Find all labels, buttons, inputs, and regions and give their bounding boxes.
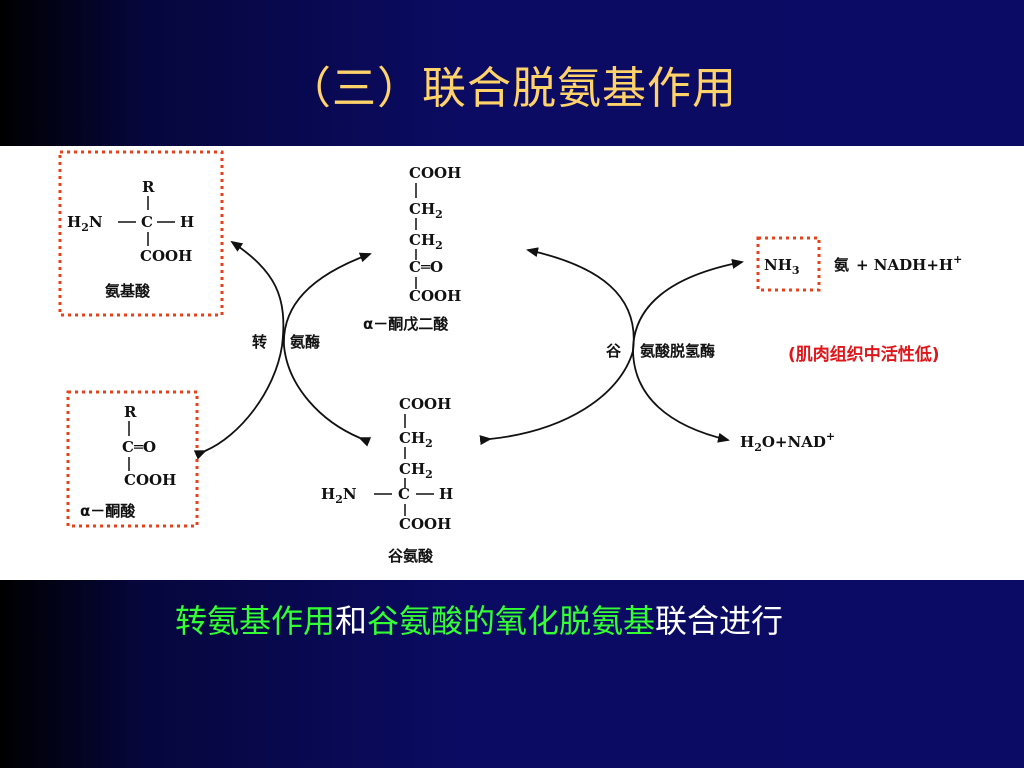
- svg-text:COOH: COOH: [140, 247, 192, 265]
- slide-title: （三）联合脱氨基作用: [287, 63, 737, 114]
- summary-transamination: 转氨基作用: [175, 602, 336, 640]
- amino-acid-arrow-curve: [193, 240, 285, 460]
- summary-combined: 联合进行: [655, 602, 784, 640]
- alpha-ketoglutarate-structure: COOH CH2 CH2 C═O COOH α－酮戊二酸: [363, 164, 461, 333]
- nadh-product: + NADH+H+: [856, 253, 962, 274]
- nh3-highlight-box: [756, 236, 821, 292]
- muscle-activity-note: (肌肉组织中活性低): [788, 344, 940, 365]
- svg-text:R: R: [142, 178, 155, 196]
- amino-acid-highlight-box: [58, 150, 224, 317]
- svg-text:CH2: CH2: [399, 429, 433, 450]
- summary-sentence: 转氨基作用和谷氨酸的氧化脱氨基联合进行: [175, 596, 783, 642]
- svg-text:C═O: C═O: [122, 438, 156, 456]
- svg-text:H: H: [180, 213, 194, 231]
- svg-text:H2N: H2N: [321, 485, 357, 506]
- svg-text:COOH: COOH: [399, 515, 451, 533]
- keto-acid-label: α－酮酸: [80, 502, 136, 520]
- svg-text:CH2: CH2: [409, 200, 443, 221]
- combined-deamination-diagram: R H2N C H COOH 氨基酸 R C═O COOH α－酮酸 COOH …: [0, 146, 1024, 580]
- amino-acid-structure: R H2N C H COOH 氨基酸: [67, 178, 194, 300]
- nh3-release-arrow: [632, 259, 744, 352]
- ketoglutarate-arrow-curve: [283, 252, 372, 447]
- svg-text:C═O: C═O: [409, 258, 443, 276]
- svg-text:H: H: [439, 485, 453, 503]
- svg-text:COOH: COOH: [409, 164, 461, 182]
- reaction-scheme: R H2N C H COOH 氨基酸 R C═O COOH α－酮酸 COOH …: [58, 150, 962, 565]
- svg-text:CH2: CH2: [409, 231, 443, 252]
- transaminase-label-right: 氨酶: [290, 333, 320, 351]
- h2o-nad-reactants: H2O+NAD+: [740, 430, 835, 454]
- amino-acid-label: 氨基酸: [105, 282, 151, 300]
- ammonia-label: 氨: [834, 256, 849, 274]
- keto-acid-structure: R C═O COOH α－酮酸: [80, 403, 176, 520]
- transaminase-label-left: 转: [252, 333, 267, 351]
- nh3-formula: NH3: [764, 256, 800, 277]
- svg-text:CH2: CH2: [399, 460, 433, 481]
- svg-text:COOH: COOH: [399, 395, 451, 413]
- h2o-input-arrow: [632, 350, 730, 443]
- glutamate-label: 谷氨酸: [388, 547, 434, 565]
- dehydrogenase-label-left: 谷: [606, 342, 622, 360]
- svg-text:H2N: H2N: [67, 213, 103, 234]
- dehydrogenase-label-right: 氨酸脱氢酶: [640, 342, 715, 360]
- glutamate-structure: COOH CH2 CH2 H2N C H COOH 谷氨酸: [321, 395, 453, 565]
- summary-oxidative-deamination: 谷氨酸的氧化脱氨基: [367, 602, 656, 640]
- alpha-ketoglutarate-label: α－酮戊二酸: [363, 315, 449, 333]
- summary-and: 和: [335, 602, 368, 640]
- svg-text:C: C: [141, 213, 153, 231]
- svg-text:C: C: [398, 485, 410, 503]
- svg-text:COOH: COOH: [124, 471, 176, 489]
- svg-text:R: R: [124, 403, 137, 421]
- svg-text:COOH: COOH: [409, 287, 461, 305]
